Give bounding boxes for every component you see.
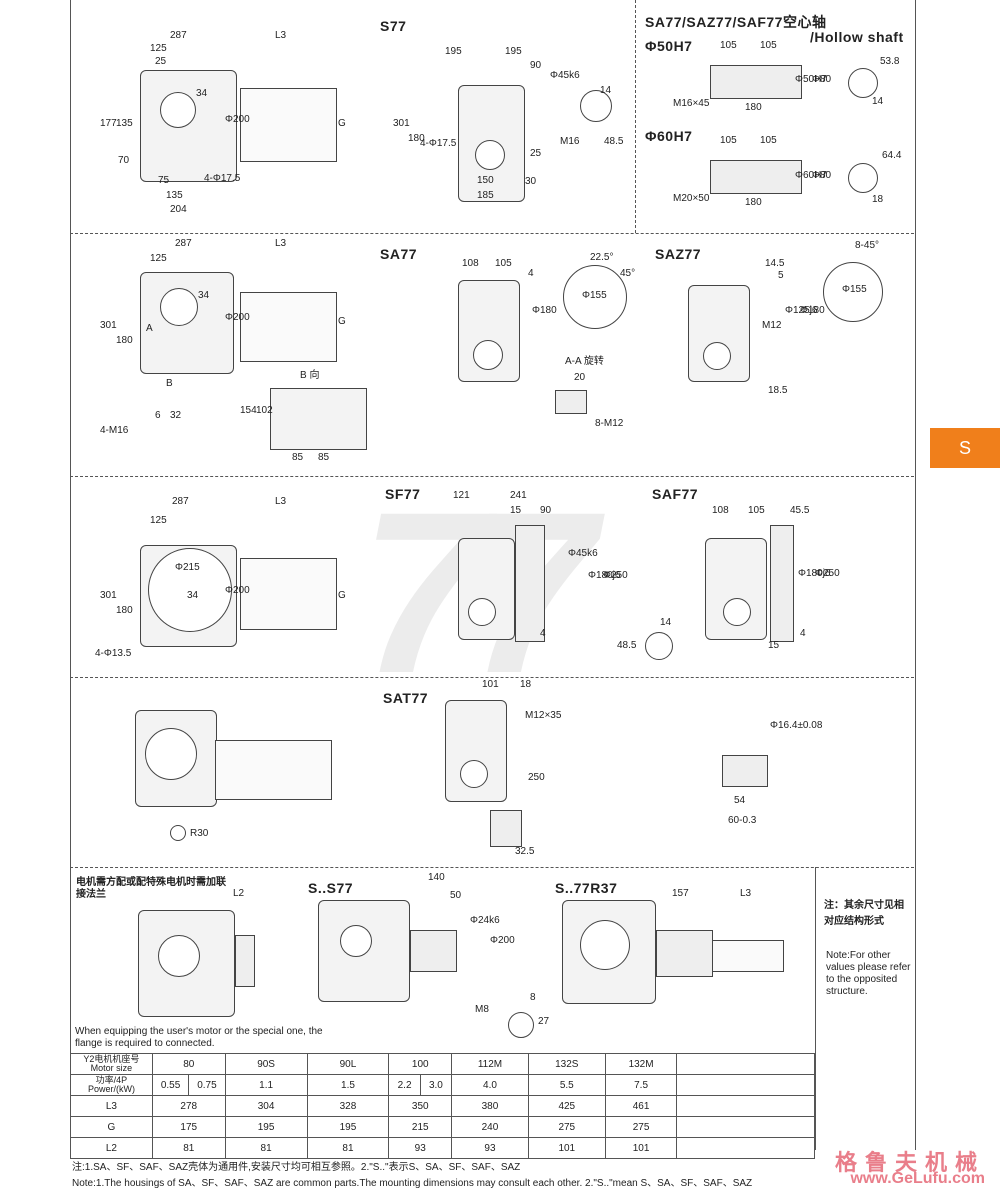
divider: [70, 677, 914, 678]
table-row: L2 81 81 81 93 93 101 101: [70, 1137, 815, 1159]
flange-note-en: When equipping the user's motor or the s…: [75, 1026, 323, 1049]
table-cell: 90L: [306, 1053, 390, 1075]
footnote-en: Note:1.The housings of SA、SF、SAF、SAZ are…: [72, 1178, 753, 1189]
table-cell: [676, 1137, 815, 1159]
table-cell: 1.1: [224, 1074, 308, 1096]
table-cell: 380: [451, 1095, 529, 1117]
sa77-title: SA77: [380, 246, 418, 262]
table-cell: 0.55: [151, 1074, 190, 1096]
divider: [635, 0, 636, 233]
brand-logo-text: 格鲁夫机械: [834, 1150, 985, 1175]
hollow-50-label: Φ50H7: [645, 38, 693, 54]
drawing-frame: [70, 0, 916, 1150]
table-row: L3 278 304 328 350 380 425 461: [70, 1095, 815, 1117]
table-cell: 425: [527, 1095, 606, 1117]
flange-note-cn: 电机需方配或配特殊电机时需加联接法兰: [76, 877, 226, 900]
table-cell: 240: [451, 1116, 529, 1138]
divider: [70, 867, 914, 868]
table-cell: 7.5: [604, 1074, 678, 1096]
table-cell: 81: [224, 1137, 308, 1159]
l2-label: L2: [233, 888, 245, 899]
table-cell: 195: [224, 1116, 308, 1138]
table-header-cell: L2: [70, 1137, 153, 1159]
table-cell: 3.0: [419, 1074, 453, 1096]
table-cell: 461: [604, 1095, 678, 1117]
table-cell: 175: [151, 1116, 226, 1138]
table-header-cell: L3: [70, 1095, 153, 1117]
hollow-shaft-subtitle: /Hollow shaft: [810, 29, 904, 45]
table-cell: 215: [388, 1116, 453, 1138]
table-cell: 1.5: [306, 1074, 390, 1096]
divider: [815, 867, 816, 1150]
table-cell: 5.5: [527, 1074, 606, 1096]
table-cell: 132M: [604, 1053, 678, 1075]
table-cell: 101: [604, 1137, 678, 1159]
table-cell: 81: [306, 1137, 390, 1159]
table-cell: 195: [306, 1116, 390, 1138]
section-tab-s[interactable]: S: [930, 428, 1000, 468]
table-row: G 175 195 195 215 240 275 275: [70, 1116, 815, 1138]
table-cell: [676, 1116, 815, 1138]
saz77-title: SAZ77: [655, 246, 702, 262]
table-cell: 90S: [224, 1053, 308, 1075]
table-cell: 304: [224, 1095, 308, 1117]
table-cell: [676, 1053, 815, 1075]
hollow-shaft-title: SA77/SAZ77/SAF77空心轴: [645, 14, 827, 30]
s77r37-title: S..77R37: [555, 880, 618, 896]
ss77-title: S..S77: [308, 880, 354, 896]
table-cell: 275: [604, 1116, 678, 1138]
table-cell: [676, 1095, 815, 1117]
table-cell: 2.2: [388, 1074, 421, 1096]
table-cell: [676, 1074, 815, 1096]
divider: [70, 476, 914, 477]
table-cell: 278: [151, 1095, 226, 1117]
sat77-title: SAT77: [383, 690, 429, 706]
table-cell: 81: [151, 1137, 226, 1159]
table-cell: 4.0: [451, 1074, 529, 1096]
sf77-title: SF77: [385, 486, 421, 502]
table-cell: 132S: [527, 1053, 606, 1075]
saf77-title: SAF77: [652, 486, 699, 502]
hollow-60-label: Φ60H7: [645, 128, 693, 144]
divider: [70, 233, 914, 234]
side-note-cn: 注：其余尺寸见相对应结构形式: [824, 900, 904, 927]
s77-title: S77: [380, 18, 407, 34]
table-cell: 100: [388, 1053, 453, 1075]
table-header-cell: G: [70, 1116, 153, 1138]
table-cell: 0.75: [188, 1074, 226, 1096]
table-cell: 80: [151, 1053, 226, 1075]
footnote-cn: 注:1.SA、SF、SAF、SAZ壳体为通用件,安装尺寸均可相互参照。2."S.…: [72, 1162, 521, 1173]
table-cell: 93: [451, 1137, 529, 1159]
side-note-en: Note:For other values please refer to th…: [826, 950, 911, 997]
brand-url: www.GeLufu.com: [850, 1170, 985, 1187]
table-cell: 275: [527, 1116, 606, 1138]
table-cell: 112M: [451, 1053, 529, 1075]
table-cell: 101: [527, 1137, 606, 1159]
table-cell: 93: [388, 1137, 453, 1159]
table-cell: 350: [388, 1095, 453, 1117]
table-cell: 328: [306, 1095, 390, 1117]
